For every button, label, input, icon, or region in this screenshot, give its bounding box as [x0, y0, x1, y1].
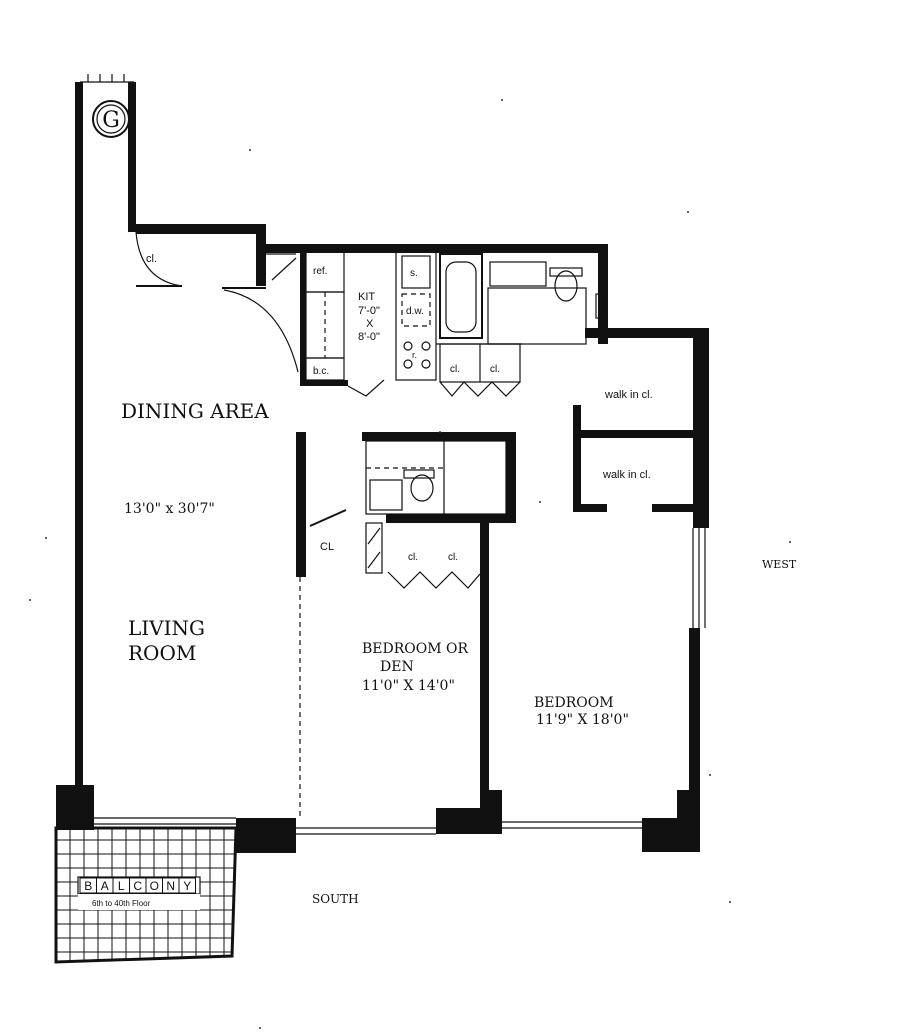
den-dims: 11'0" X 14'0": [362, 678, 455, 694]
bedroom-dims: 11'9" X 18'0": [536, 712, 629, 728]
balcony-letter: C: [133, 879, 142, 893]
wall-se-post: [677, 790, 697, 822]
sink: [401, 255, 431, 289]
wall-bath2-north: [362, 432, 516, 441]
kitchen-fixtures: [266, 249, 437, 381]
windows: [80, 74, 706, 835]
bathtub: [439, 253, 483, 339]
compass-mark: G: [92, 100, 130, 138]
dining-area-dims: 13'0" x 30'7": [124, 501, 215, 517]
balcony-floors-label: 6th to 40th Floor: [92, 899, 151, 908]
south-label: SOUTH: [312, 892, 359, 906]
living-room-label-line1: LIVING: [128, 616, 205, 640]
burner-3: [403, 359, 413, 369]
walls: [56, 82, 709, 853]
balcony-letter: B: [84, 879, 92, 893]
living-room-label-line2: ROOM: [128, 641, 196, 665]
dining-area-label: DINING AREA: [121, 399, 269, 423]
labels: DINING AREA 13'0" x 30'7" LIVING ROOM BE…: [79, 253, 797, 908]
burner-1: [403, 341, 413, 351]
compass-outer-ring: [92, 100, 130, 138]
wall-south-pillar1: [236, 818, 296, 853]
den-label-line1: BEDROOM OR: [362, 641, 468, 657]
wall-bedroom-north: [585, 328, 709, 338]
wall-walkin-south-a: [573, 504, 607, 512]
balcony-letter: Y: [183, 879, 191, 893]
balcony-letter: N: [166, 879, 175, 893]
balcony-letter: L: [118, 879, 125, 893]
ref-label: ref.: [313, 266, 327, 277]
den-closet-2-label: cl.: [448, 552, 458, 563]
balcony-letter-box: [178, 877, 196, 894]
compass-symbol: G: [102, 108, 120, 133]
wall-walkin-mid: [573, 430, 693, 438]
compass-inner-ring: [96, 104, 126, 134]
balcony: [54, 826, 238, 964]
wall-bath2-east: [506, 432, 516, 522]
wall-service-north: [266, 244, 608, 253]
balcony-letter: A: [101, 879, 109, 893]
counter-right: [395, 249, 437, 381]
kitchen-label: KIT: [358, 291, 375, 303]
den-label-line2: DEN: [380, 659, 414, 675]
wall-entry-north: [136, 224, 262, 234]
bathroom-second: [365, 440, 507, 574]
wall-bath2-south: [386, 514, 516, 523]
walkin-closet-2-label: walk in cl.: [602, 469, 651, 481]
west-label: WEST: [762, 558, 797, 571]
toilet: [554, 270, 578, 302]
kitchen-closet-1-label: cl.: [450, 364, 460, 375]
den-closet-1-label: cl.: [408, 552, 418, 563]
kitchen-dim1: 7'-0": [358, 305, 380, 317]
wall-east-upper: [693, 328, 709, 528]
doors: [135, 231, 521, 818]
bathtub-inner: [445, 261, 477, 333]
vanity: [489, 261, 547, 287]
walkin-closet-1-label: walk in cl.: [604, 389, 653, 401]
wall-east-lower: [689, 628, 700, 818]
balcony-letter: O: [150, 879, 159, 893]
entry-closet-label: cl.: [146, 253, 157, 265]
bc-label: b.c.: [313, 366, 329, 377]
toilet-2: [410, 474, 434, 502]
burner-2: [421, 341, 431, 351]
dishwasher: [401, 293, 431, 327]
wall-walkin-south-b: [652, 504, 693, 512]
wall-den-east-base: [484, 790, 502, 834]
wall-corridor-west: [75, 82, 83, 812]
range-label: r.: [412, 350, 417, 360]
wall-kitchen-west: [300, 250, 306, 386]
bathroom-main: [436, 253, 605, 383]
burner-4: [421, 359, 431, 369]
kitchen-dim2: 8'-0": [358, 331, 380, 343]
scan-specks: [29, 99, 791, 1029]
kitchen-x: X: [366, 318, 374, 330]
wall-kitchen-south: [300, 380, 348, 386]
wall-corridor-east: [128, 82, 136, 232]
dw-label: d.w.: [406, 306, 424, 317]
broom-closet: [305, 357, 345, 381]
wall-hall-west: [296, 432, 306, 577]
bedroom-label: BEDROOM: [534, 695, 614, 711]
bath-tile-floor: [487, 287, 587, 345]
wall-den-east: [480, 523, 489, 808]
wall-south-pillar3: [642, 818, 700, 852]
sink-label: s.: [410, 268, 418, 279]
wall-sw-corner: [56, 785, 94, 830]
wall-entry-east: [256, 224, 266, 286]
hall-closet-label: CL: [320, 541, 334, 553]
kitchen-closet-2-label: cl.: [490, 364, 500, 375]
wall-walkin-west: [573, 405, 581, 510]
